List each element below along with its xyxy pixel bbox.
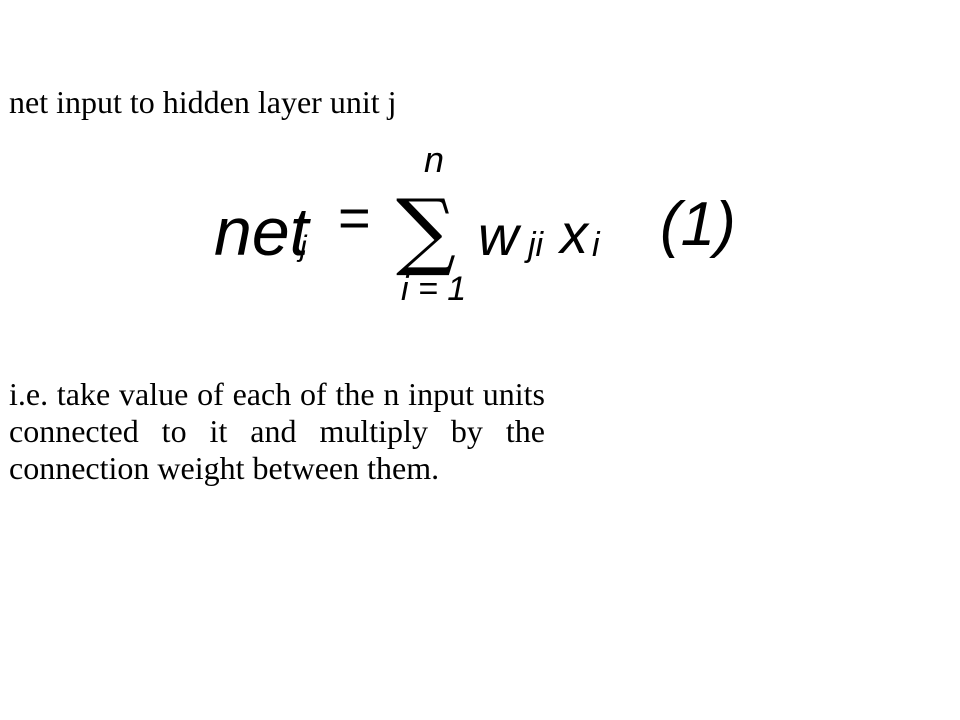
equation-lhs: net [214,194,309,270]
equation-equals-sign: = [338,186,371,249]
explanation-paragraph: i.e. take value of each of the n input u… [9,376,545,486]
heading-text: net input to hidden layer unit j [9,84,397,120]
summation-symbol: ∑ [396,181,456,279]
equation-lhs-subscript: j [300,230,307,263]
equation-number: (1) [660,190,736,259]
equation-input: x [560,202,588,265]
equation-sum-upper-limit: n [424,139,445,180]
equation-weight: w [478,204,519,267]
equation-input-subscript: i [592,226,600,264]
equation-weight-subscript: ji [528,226,544,264]
equation-sum-lower-limit: i = 1 [401,270,467,308]
